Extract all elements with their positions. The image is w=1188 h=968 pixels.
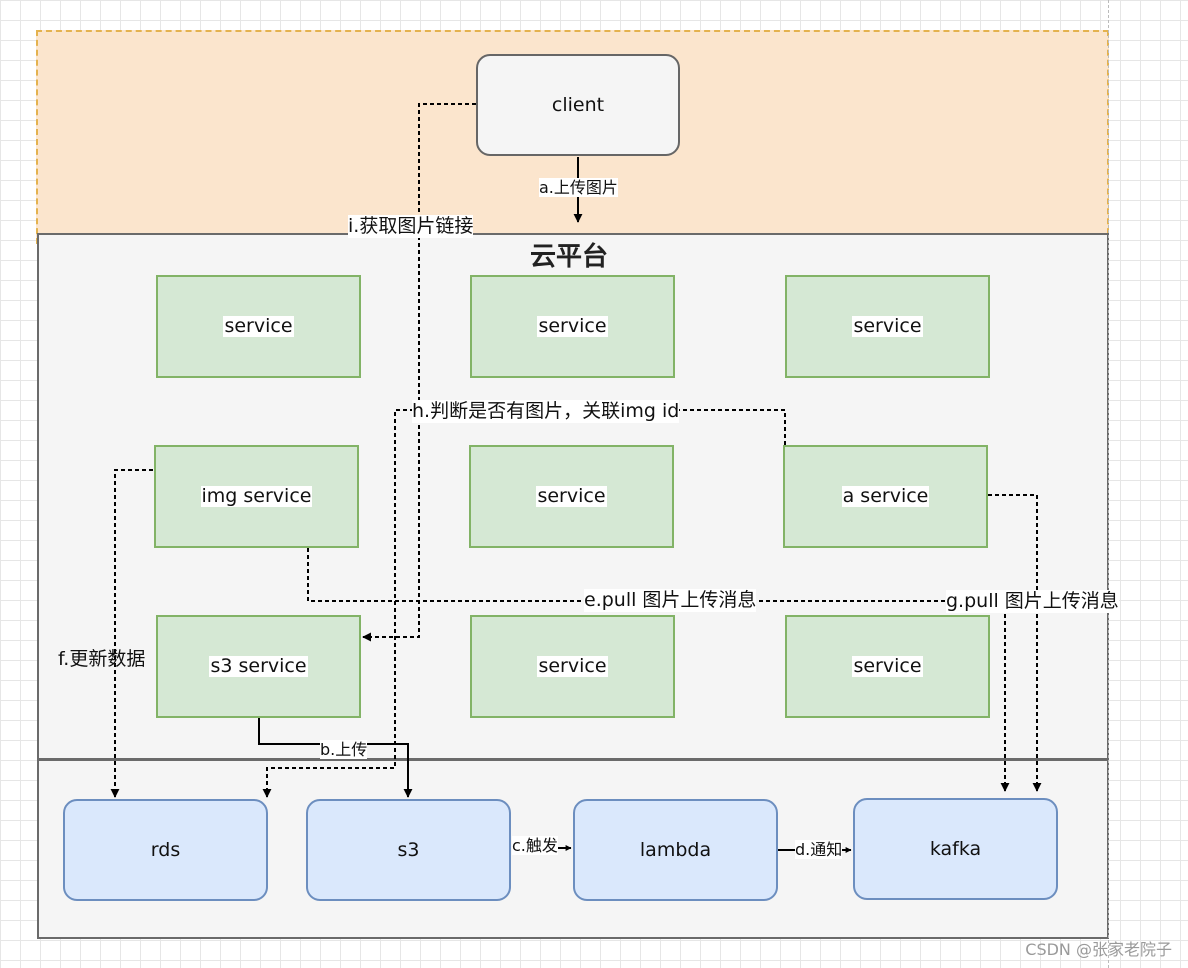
edge-h [262,409,786,798]
service-node-3[interactable]: service [785,275,990,378]
img-service-label: img service [200,484,313,508]
service-node-2[interactable]: service [470,275,675,378]
kafka-node[interactable]: kafka [853,798,1058,900]
edge-label-a: a.上传图片 [539,178,618,198]
a-service-label: a service [841,484,930,508]
edge-label-i: i.获取图片链接 [348,215,474,238]
edge-label-f: f.更新数据 [58,648,146,670]
lambda-label: lambda [639,839,712,861]
service-node-5[interactable]: service [469,445,674,548]
service-label: service [537,654,608,678]
edge-g [988,494,1042,792]
cloud-platform-title: 云平台 [530,242,609,272]
edge-label-b: b.上传 [320,740,368,760]
kafka-label: kafka [929,838,982,860]
lambda-node[interactable]: lambda [573,799,778,901]
edge-f [110,469,153,798]
rds-node[interactable]: rds [63,799,268,901]
service-label: service [536,484,607,508]
client-node[interactable]: client [476,54,680,156]
s3-label: s3 [397,839,420,861]
edge-e [307,548,1010,792]
edge-label-d: d.通知 [795,840,843,860]
watermark: CSDN @张家老院子 [1025,940,1172,959]
s3-service-node[interactable]: s3 service [156,615,361,718]
client-label: client [551,94,605,116]
canvas-boundary [1108,0,1109,968]
s3-node[interactable]: s3 [306,799,511,901]
img-service-node[interactable]: img service [154,445,359,548]
service-label: service [852,314,923,338]
service-label: service [537,314,608,338]
edge-label-c: c.触发 [512,836,558,856]
service-node-8[interactable]: service [470,615,675,718]
rds-label: rds [150,839,181,861]
service-label: service [223,314,294,338]
edge-label-e: e.pull 图片上传消息 [584,589,757,612]
edge-label-g: g.pull 图片上传消息 [946,590,1119,613]
a-service-node[interactable]: a service [783,445,988,548]
edge-label-h: h.判断是否有图片，关联img id [412,400,680,423]
edge-i [362,103,476,642]
service-node-1[interactable]: service [156,275,361,378]
service-node-9[interactable]: service [785,615,990,718]
service-label: service [852,654,923,678]
s3-service-label: s3 service [209,654,308,678]
